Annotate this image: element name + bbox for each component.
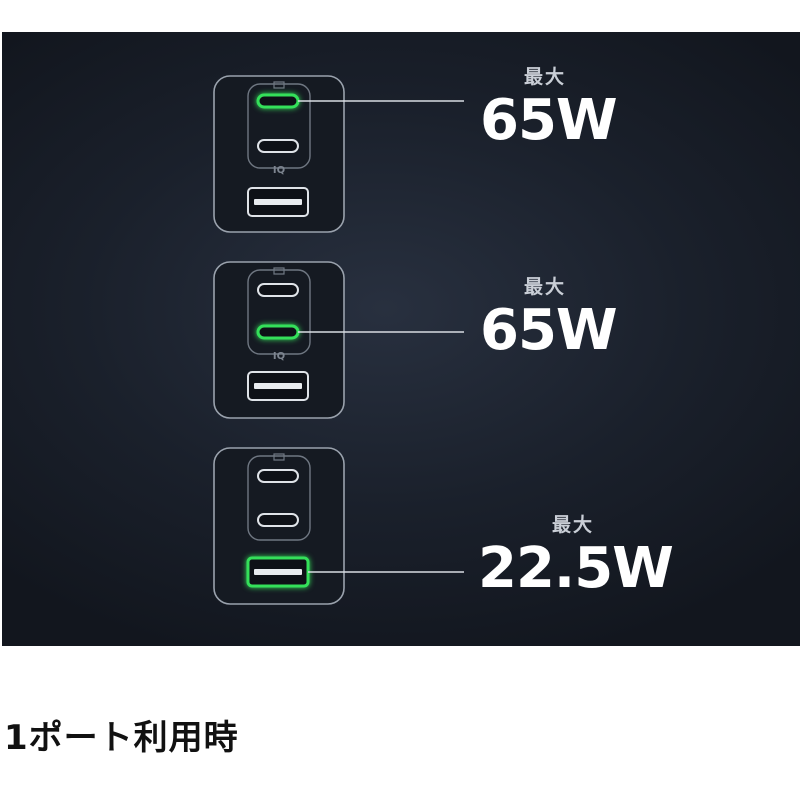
lightning-mark-icon xyxy=(273,267,285,275)
power-label-3: 最大 22.5W xyxy=(478,510,674,601)
lightning-mark-icon xyxy=(273,81,285,89)
charger-illustration: IQ IQ xyxy=(213,75,464,605)
charger-body xyxy=(213,75,345,233)
iq-label: IQ xyxy=(273,351,285,362)
usb-c-port-2 xyxy=(257,139,299,153)
watt-value: 22.5W xyxy=(478,536,674,601)
usb-c-port-1 xyxy=(257,283,299,297)
caption-heading: 1ポート利用時 xyxy=(4,718,239,758)
charger-body xyxy=(213,261,345,419)
usbc-port-frame xyxy=(247,83,311,169)
power-label-1: 最大 65W xyxy=(480,62,618,153)
usb-c-port-2-active xyxy=(256,324,300,340)
max-label: 最大 xyxy=(523,276,566,298)
usb-a-tongue xyxy=(254,199,302,205)
usb-c-port-1-active xyxy=(256,93,300,109)
charger-panel-1: IQ xyxy=(213,75,464,233)
charger-panel-3 xyxy=(213,447,464,605)
power-label-2: 最大 65W xyxy=(480,272,618,363)
charger-panel-2: IQ xyxy=(213,261,464,419)
iq-label: IQ xyxy=(273,165,285,176)
max-label: 最大 xyxy=(551,514,594,536)
max-label: 最大 xyxy=(523,66,566,88)
watt-value: 65W xyxy=(480,88,618,153)
charger-banner: IQ IQ xyxy=(2,32,800,646)
usb-a-tongue xyxy=(254,383,302,389)
watt-value: 65W xyxy=(480,298,618,363)
usbc-port-frame xyxy=(247,455,311,541)
lightning-mark-icon xyxy=(273,453,285,461)
usb-c-port-2 xyxy=(257,513,299,527)
usb-a-tongue xyxy=(254,569,302,575)
usbc-port-frame xyxy=(247,269,311,355)
usb-c-port-1 xyxy=(257,469,299,483)
